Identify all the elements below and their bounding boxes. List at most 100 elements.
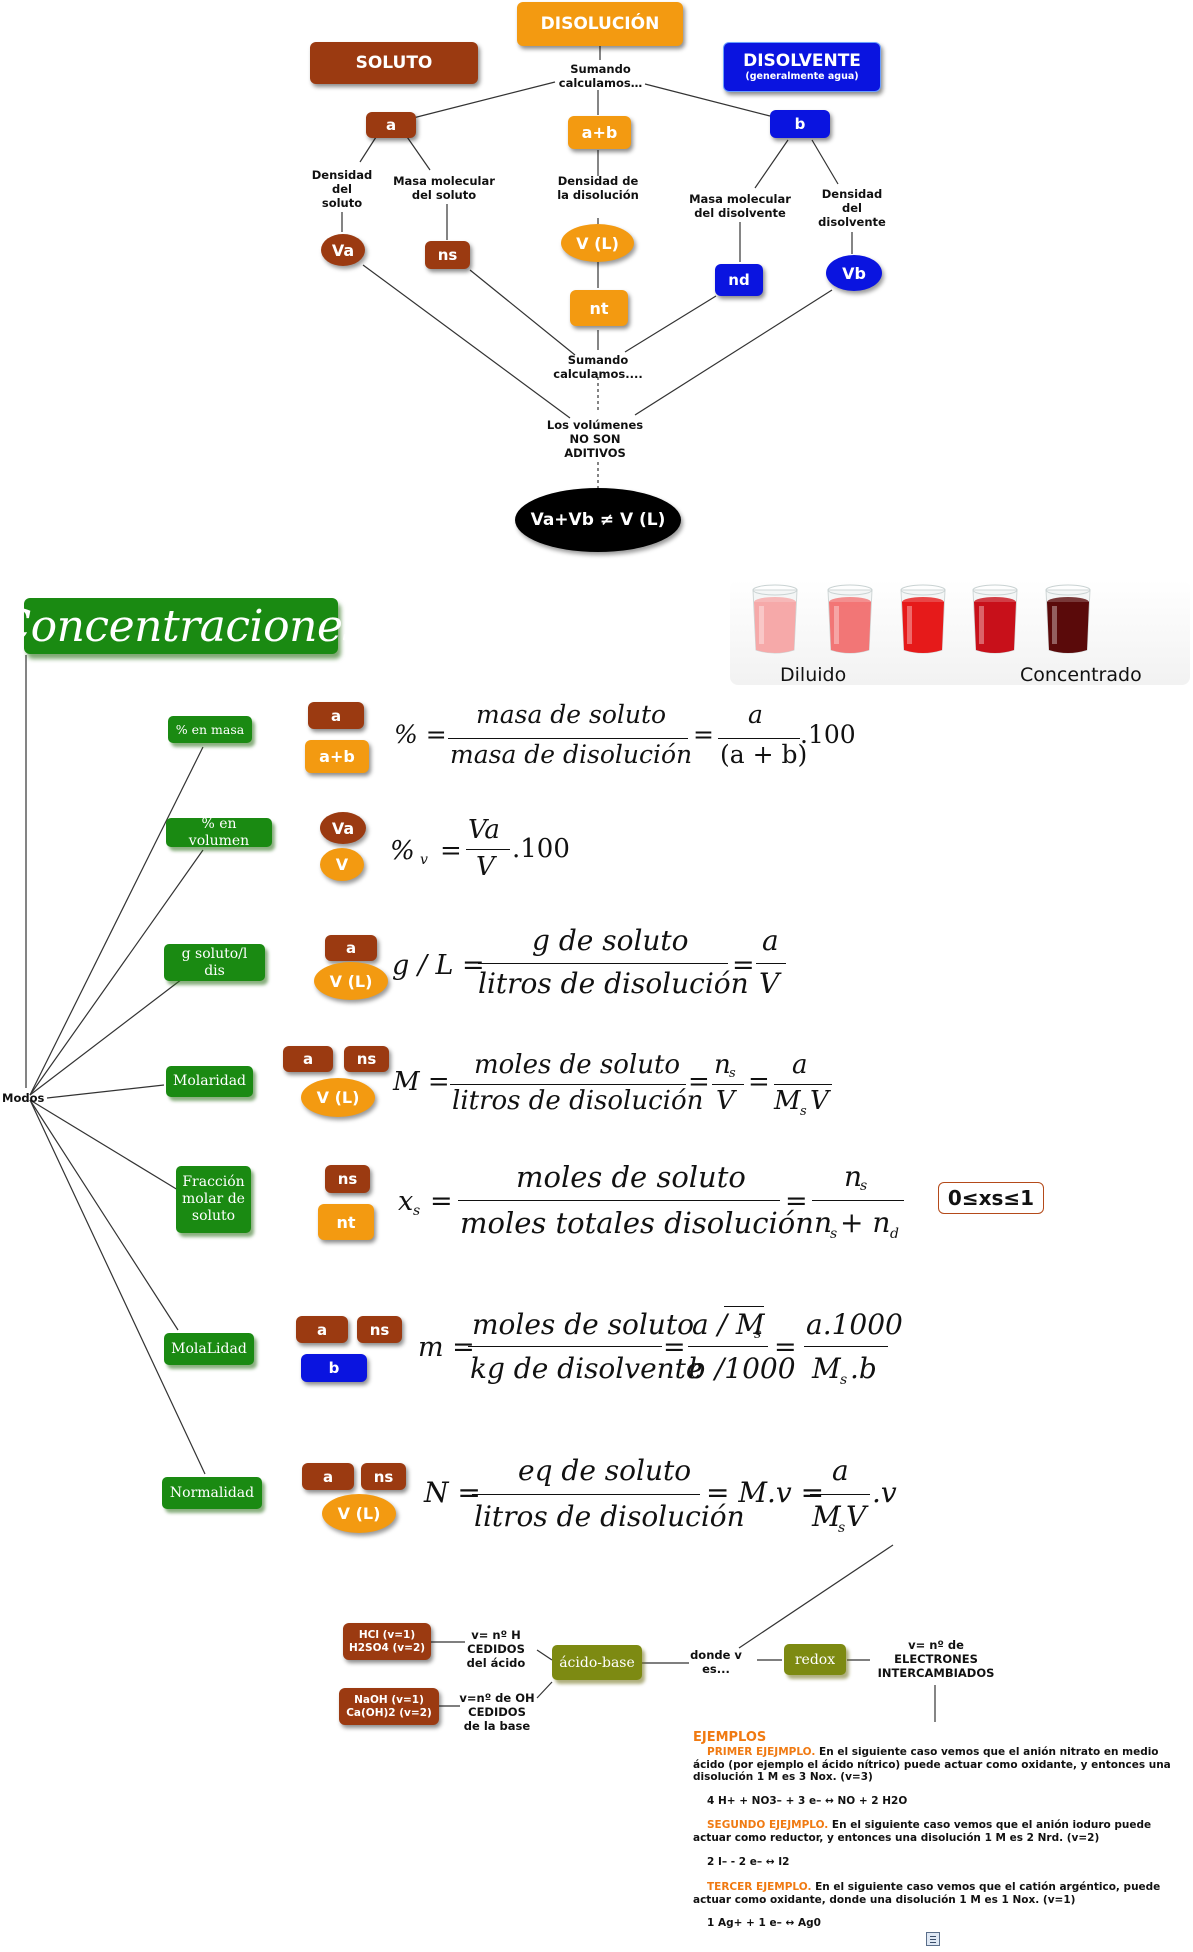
formula-fraccion-lhssub: s [413, 1203, 421, 1219]
fraction-bar [450, 1084, 686, 1085]
fraction-bar [774, 1084, 832, 1085]
fraction-bar [472, 1494, 700, 1495]
beaker-4 [972, 584, 1018, 654]
formula-molalidad-den3: M [812, 1352, 841, 1385]
node-molaridad: Molaridad [166, 1066, 253, 1097]
b-node: b [770, 110, 830, 138]
ab-node: a+b [568, 116, 631, 149]
formula-molalidad-num2: a / M [692, 1308, 765, 1341]
document-icon[interactable] [926, 1932, 940, 1946]
formula-molaridad-lhs: M = [393, 1067, 450, 1097]
formula-molaridad-den: litros de disolución [452, 1086, 704, 1116]
modos-label: Modos [2, 1091, 45, 1105]
badge-molaridad-ns: ns [344, 1046, 389, 1072]
fraction-bar [458, 1200, 780, 1201]
badge-fraccion-ns: ns [325, 1165, 370, 1193]
example-2: SEGUNDO EJEJMPLO. En el siguiente caso v… [693, 1819, 1175, 1844]
formula-molalidad-eq2: = [774, 1332, 797, 1363]
acid-valence-label: v= nº H CEDIDOS del ácido [466, 1628, 526, 1670]
glasses-panel [730, 580, 1190, 685]
fraction-bar [688, 1346, 768, 1347]
formula-fraccion-den2bsub: d [890, 1226, 899, 1242]
example-3-head: TERCER EJEMPLO. [707, 1881, 812, 1893]
formula-gl-den: litros de disolución [478, 967, 749, 1000]
badge-molalidad-b: b [301, 1354, 367, 1382]
node-gl: g soluto/l dis [164, 944, 265, 981]
formula-masa-num2: a [748, 700, 763, 729]
formula-normalidad-num2: a [832, 1454, 849, 1487]
densidad-disolucion-label: Densidad de la disolución [557, 174, 639, 202]
masa-molecular-disolvente-label: Masa molecular del disolvente [689, 192, 791, 220]
sumando-label-bottom: Sumando calculamos.... [553, 353, 643, 381]
concentraciones-title-text: Concentraciones [0, 600, 365, 652]
formula-gl-den2: V [759, 967, 780, 1000]
concentrado-label: Concentrado [1020, 664, 1142, 686]
badge-gl-a: a [325, 935, 377, 961]
glasses-illustration [752, 584, 1091, 654]
formula-volumen-sub: v [420, 852, 428, 868]
beaker-3 [900, 584, 946, 654]
badge-normalidad-ns: ns [361, 1463, 406, 1490]
formula-molaridad-eq: = [688, 1067, 710, 1097]
example-1-equation: 4 H+ + NO3– + 3 e– ↔ NO + 2 H2O [707, 1795, 908, 1807]
node-normalidad: Normalidad [162, 1477, 262, 1509]
formula-gl-eq: = [732, 950, 755, 981]
formula-masa-num: masa de soluto [476, 700, 667, 729]
example-2-head: SEGUNDO EJEJMPLO. [707, 1819, 829, 1831]
badge-masa-ab: a+b [305, 740, 369, 773]
vl-node: V (L) [561, 224, 634, 262]
badge-normalidad-a: a [302, 1463, 354, 1490]
redox-valence-label: v= nº de ELECTRONES INTERCAMBIADOS [877, 1638, 995, 1680]
formula-masa-tail: .100 [800, 720, 856, 749]
diluido-label: Diluido [780, 664, 847, 686]
formula-molaridad-den3tail: V [810, 1086, 829, 1116]
formula-molalidad-den3sub: s [840, 1372, 848, 1388]
formula-normalidad-tail: .v [872, 1476, 897, 1509]
formula-molaridad-num2sub: s [729, 1066, 736, 1081]
node-molalidad: MolaLidad [164, 1333, 254, 1365]
disolucion-node: DISOLUCIÓN [517, 2, 683, 46]
formula-fraccion-lhs: x [398, 1186, 414, 1217]
example-3: TERCER EJEMPLO. En el siguiente caso vem… [693, 1881, 1175, 1906]
formula-gl-num: g de soluto [532, 924, 689, 957]
badge-volumen-va: Va [320, 812, 366, 844]
formula-fraccion-num2sub: s [860, 1178, 868, 1194]
formula-volumen-den: V [476, 852, 495, 882]
formula-normalidad-lhs: N = [424, 1476, 481, 1509]
node-masa: % en masa [168, 716, 252, 743]
badge-molalidad-a: a [296, 1316, 348, 1343]
formula-fraccion-num2: n [844, 1160, 863, 1193]
masa-molecular-soluto-label: Masa molecular del soluto [393, 174, 495, 202]
formula-molalidad-den2: b /1000 [688, 1352, 796, 1385]
formula-normalidad-den2: M [812, 1500, 841, 1533]
badge-masa-a: a [308, 702, 364, 729]
acid-examples-box: HCl (v=1) H2SO4 (v=2) [343, 1623, 431, 1660]
nt-node: nt [570, 290, 628, 326]
formula-volumen-tail: .100 [512, 834, 570, 864]
formula-molaridad-den3: M [774, 1086, 801, 1116]
formula-molaridad-eq2: = [748, 1067, 770, 1097]
formula-masa-lhs: % = [394, 720, 447, 749]
inequality-node: Va+Vb ≠ V (L) [515, 488, 681, 552]
badge-normalidad-vl: V (L) [322, 1494, 396, 1533]
va-node: Va [321, 234, 365, 266]
fraction-bar [478, 963, 728, 964]
volumenes-no-aditivos-label: Los volúmenes NO SON ADITIVOS [546, 418, 644, 460]
base-examples-text: NaOH (v=1) Ca(OH)2 (v=2) [346, 1693, 432, 1719]
example-1-head: PRIMER EJEJMPLO. [707, 1746, 816, 1758]
formula-molalidad-eq: = [663, 1332, 686, 1363]
range-box: 0≤xs≤1 [938, 1182, 1044, 1214]
formula-normalidad-num: eq de soluto [518, 1454, 692, 1487]
node-fraccion: Fracción molar de soluto [176, 1166, 251, 1233]
fraction-bar [810, 1494, 870, 1495]
disolvente-node: DISOLVENTE (generalmente agua) [723, 42, 881, 92]
formula-molalidad-den3tail: .b [850, 1352, 877, 1385]
fraction-bar [804, 1346, 888, 1347]
formula-molalidad-den: kg de disolvente [470, 1352, 703, 1385]
fraction-bar [712, 1084, 744, 1085]
example-2-equation: 2 I– - 2 e– ↔ I2 [707, 1856, 790, 1868]
beaker-2 [827, 584, 873, 654]
badge-fraccion-nt: nt [318, 1204, 374, 1240]
formula-normalidad-den: litros de disolución [474, 1500, 745, 1533]
fraction-bar [448, 738, 688, 739]
